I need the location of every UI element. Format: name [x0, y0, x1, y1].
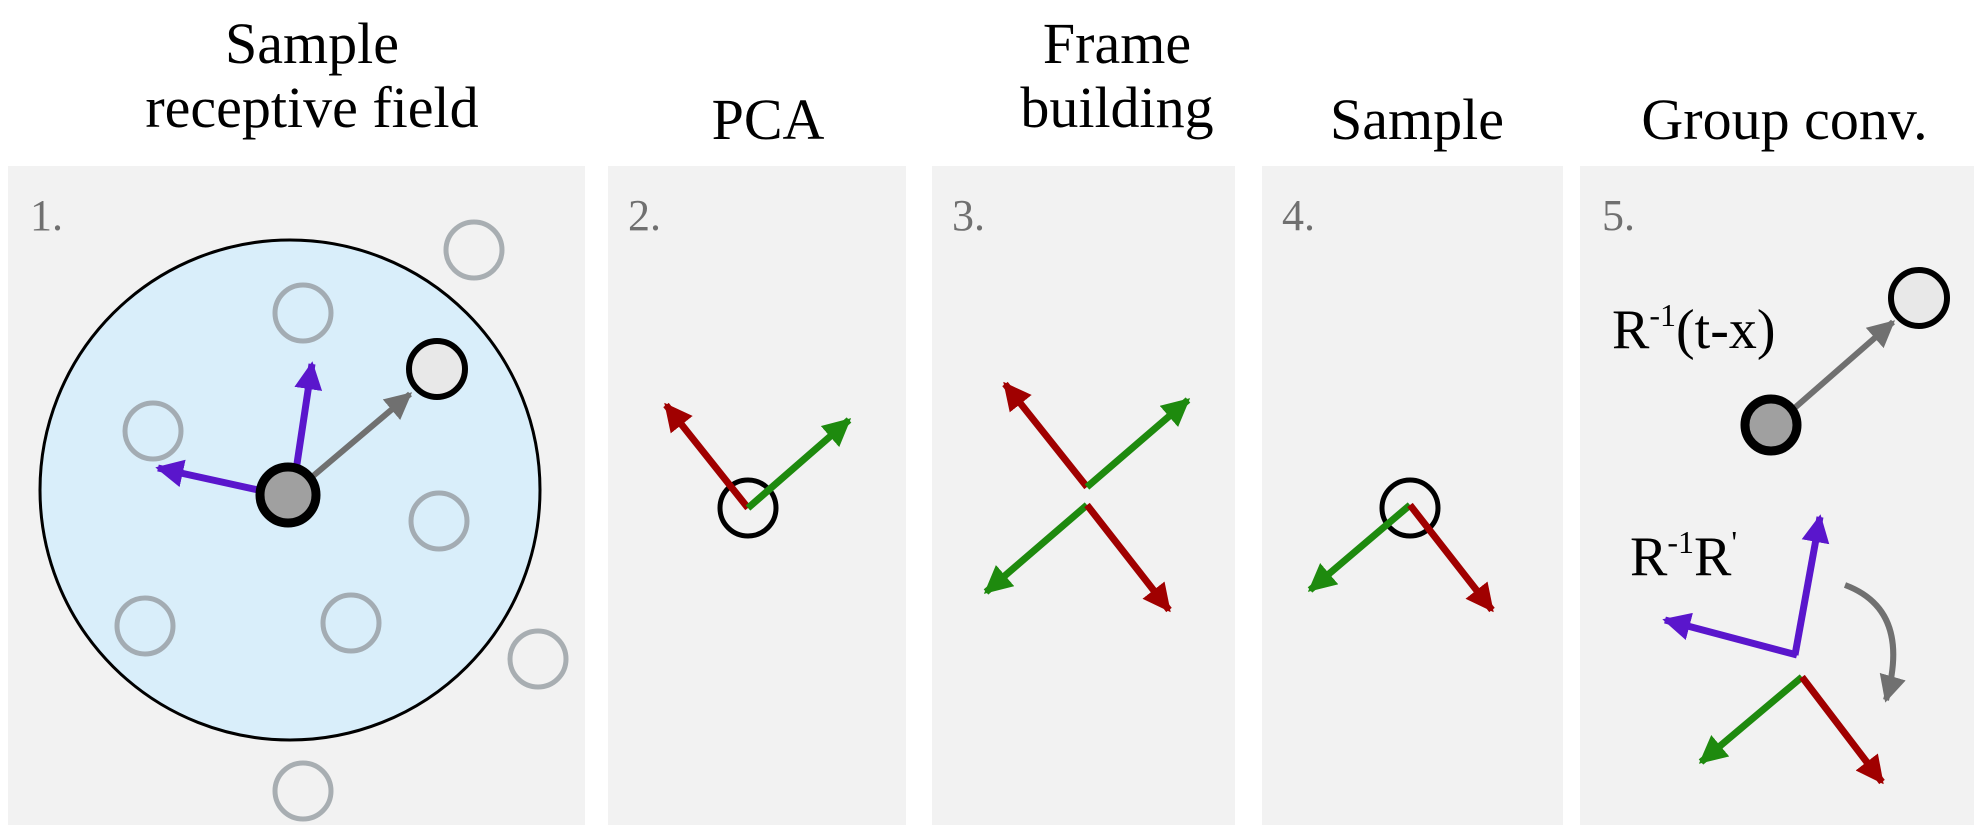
- title-sample: Sample: [1262, 88, 1572, 152]
- axis-arrow-red: [663, 402, 751, 511]
- center-point: [717, 477, 779, 539]
- panel-5: [1580, 166, 1974, 825]
- title-pca: PCA: [608, 88, 928, 152]
- title-line: receptive field: [145, 75, 479, 140]
- axis-arrow-green: [1698, 674, 1805, 765]
- offset-arrow: [304, 391, 413, 485]
- axis-arrow-green: [1084, 397, 1191, 490]
- step-number-3: 3.: [952, 191, 985, 240]
- axis-arrow-purple: [1791, 514, 1830, 656]
- title-sample-receptive-field: Sample receptive field: [92, 12, 532, 140]
- panel-2: [608, 166, 906, 825]
- axis-arrow-green: [1307, 502, 1413, 593]
- center-point: [1740, 394, 1802, 456]
- neighbor-point: [114, 595, 176, 657]
- axis-arrow-purple: [1662, 612, 1798, 659]
- offset-arrow: [1788, 319, 1896, 415]
- center-point: [255, 462, 321, 528]
- step-number-4: 4.: [1282, 191, 1315, 240]
- title-line: Sample: [1330, 87, 1504, 152]
- neighbor-point: [443, 219, 505, 281]
- axis-arrow-green: [745, 417, 852, 511]
- step-number-1: 1.: [30, 191, 63, 240]
- rotation-label: R-1R': [1630, 524, 1737, 588]
- axis-arrow-green: [983, 502, 1090, 595]
- neighbor-point: [272, 282, 334, 344]
- panel-3: [932, 166, 1235, 825]
- target-point: [1888, 267, 1950, 329]
- step-number-5: 5.: [1602, 191, 1635, 240]
- step-number-2: 2.: [628, 191, 661, 240]
- rotation-curve-arrow: [1843, 582, 1906, 703]
- neighbor-point: [320, 592, 382, 654]
- title-group-conv: Group conv.: [1588, 88, 1981, 152]
- title-line: building: [1020, 75, 1214, 140]
- translation-label: R-1(t-x): [1612, 297, 1776, 361]
- title-line: Sample: [225, 11, 399, 76]
- axis-arrow-red: [1084, 502, 1172, 613]
- neighbor-point: [408, 490, 470, 552]
- neighbor-point: [122, 400, 184, 462]
- axis-arrow-red: [1799, 674, 1885, 785]
- title-line: Group conv.: [1641, 87, 1928, 152]
- neighbor-point: [272, 760, 334, 822]
- title-frame-building: Frame building: [952, 12, 1282, 140]
- axis-arrow-red: [1407, 502, 1495, 613]
- title-line: PCA: [711, 87, 825, 152]
- axis-arrow-red: [1002, 381, 1090, 490]
- neighbor-point: [507, 628, 569, 690]
- center-point: [1379, 477, 1441, 539]
- panel-4: [1262, 166, 1563, 825]
- title-line: Frame: [1042, 11, 1192, 76]
- target-point: [406, 338, 468, 400]
